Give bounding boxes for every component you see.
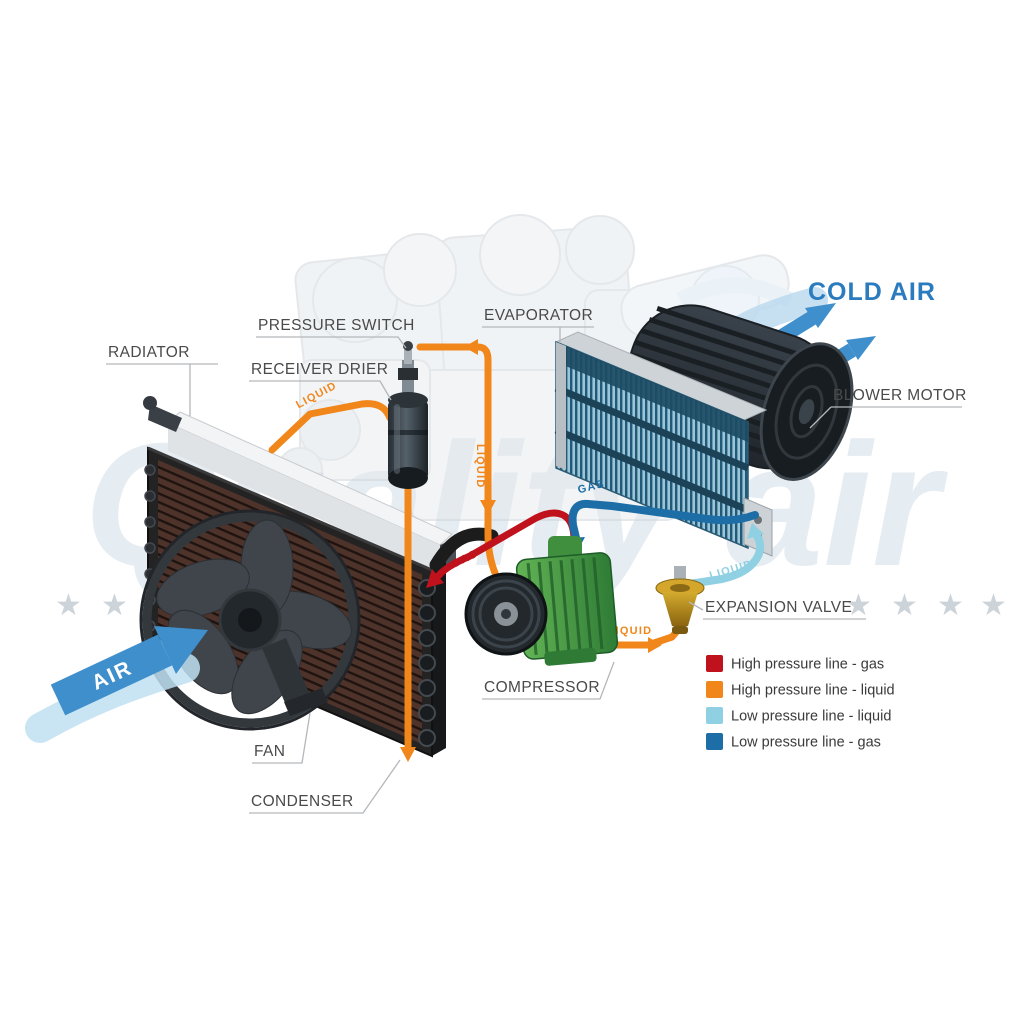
legend: High pressure line - gas High pressure l… (706, 655, 895, 751)
component-labels: RADIATOR PRESSURE SWITCH RECEIVER DRIER … (108, 307, 967, 810)
label-expansion-valve: EXPANSION VALVE (705, 599, 852, 616)
leader-lines (106, 326, 962, 814)
pipe-arrowhead (747, 523, 764, 539)
pipe-arrowhead (400, 747, 416, 762)
legend-swatch-lp-gas (706, 733, 723, 750)
label-condenser: CONDENSER (251, 793, 354, 810)
pipe-arrowhead (426, 569, 444, 588)
legend-label-lp-gas: Low pressure line - gas (731, 735, 881, 751)
label-evaporator: EVAPORATOR (484, 307, 593, 324)
legend-swatch-hp-liquid (706, 681, 723, 698)
label-fan: FAN (254, 743, 285, 760)
legend-label-hp-gas: High pressure line - gas (731, 657, 884, 673)
pipe-label-liquid: LIQUID (608, 625, 652, 637)
evaporator (554, 331, 773, 557)
legend-swatch-hp-gas (706, 655, 723, 672)
legend-item: Low pressure line - liquid (706, 707, 891, 725)
compressor (464, 536, 619, 666)
legend-label-hp-liquid: High pressure line - liquid (731, 683, 895, 699)
legend-item: High pressure line - gas (706, 655, 884, 673)
star-icon: ★ (980, 589, 1007, 622)
cold-air-arrowhead (805, 303, 836, 328)
pipe-arrowhead (464, 339, 478, 355)
pipe-arrowhead (480, 500, 496, 515)
air-arrowhead (154, 626, 208, 674)
label-radiator: RADIATOR (108, 344, 190, 361)
fan-bracket (262, 638, 312, 710)
legend-swatch-lp-liquid (706, 707, 723, 724)
blower-motor (624, 304, 854, 481)
fan (139, 509, 361, 731)
star-icon: ★ (101, 589, 128, 622)
expansion-valve (655, 566, 705, 634)
star-icon: ★ (55, 589, 82, 622)
legend-label-lp-liquid: Low pressure line - liquid (731, 709, 891, 725)
star-icon: ★ (891, 589, 918, 622)
star-icon: ★ (845, 589, 872, 622)
pressure-switch (398, 341, 418, 402)
label-receiver-drier: RECEIVER DRIER (251, 361, 388, 378)
star-icon: ★ (937, 589, 964, 622)
pipe-label-liquid: LIQUID (474, 444, 486, 488)
label-pressure-switch: PRESSURE SWITCH (258, 317, 415, 334)
legend-item: Low pressure line - gas (706, 733, 881, 751)
label-compressor: COMPRESSOR (484, 679, 600, 696)
pipe-arrowhead (648, 637, 662, 653)
air-flow: AIR (25, 626, 208, 743)
radiator-cap (143, 396, 157, 410)
label-blower-motor: BLOWER MOTOR (833, 387, 967, 404)
cold-air-label: COLD AIR (808, 278, 936, 306)
legend-item: High pressure line - liquid (706, 681, 895, 699)
air-arrow (50, 634, 173, 716)
cold-air-arrowhead (846, 336, 876, 360)
receiver-drier (388, 392, 428, 489)
